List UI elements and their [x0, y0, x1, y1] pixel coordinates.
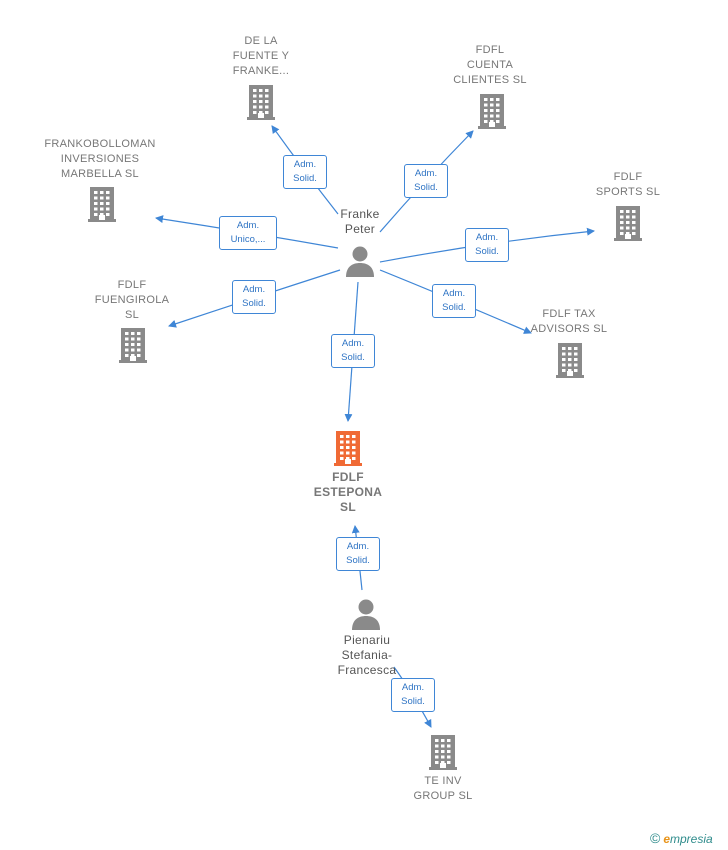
company-node-fdlf-tax[interactable]: FDLF TAX ADVISORS SL [519, 307, 619, 378]
building-icon [614, 206, 642, 241]
person-icon [346, 246, 374, 277]
company-node-frankobolloman[interactable]: FRANKOBOLLOMAN INVERSIONES MARBELLA SL [40, 137, 160, 222]
copyright-symbol: © [650, 830, 661, 846]
building-icon [247, 85, 275, 120]
company-node-fdlf-sports[interactable]: FDLF SPORTS SL [583, 170, 673, 241]
company-label: TE INV GROUP SL [413, 775, 473, 802]
company-node-de-la-fuente[interactable]: DE LA FUENTE Y FRANKE... [216, 34, 306, 120]
edge-badge-e7[interactable]: Adm. Solid. [331, 334, 375, 368]
footer-brand: ©empresia [650, 830, 713, 846]
person-label: Franke Peter [340, 207, 380, 236]
brand-name: mpresia [670, 832, 713, 846]
edge-badge-e9[interactable]: Adm. Solid. [391, 678, 435, 712]
edge-badge-e1[interactable]: Adm. Solid. [283, 155, 327, 189]
building-icon [119, 328, 147, 363]
edge-badge-e8[interactable]: Adm. Solid. [336, 537, 380, 571]
company-node-fdlf-fuengirola[interactable]: FDLF FUENGIROLA SL [86, 278, 178, 363]
company-node-fdfl-cuenta[interactable]: FDFL CUENTA CLIENTES SL [440, 43, 540, 129]
building-icon [556, 343, 584, 378]
brand-logo-initial: e [663, 832, 671, 846]
person-node-pienariu[interactable]: Pienariu Stefania- Francesca [322, 598, 412, 678]
person-node-franke-peter[interactable]: Franke Peter [320, 207, 400, 277]
company-label: FDLF FUENGIROLA SL [94, 279, 170, 321]
building-icon-focus [334, 431, 362, 466]
edge-badge-e6[interactable]: Adm. Solid. [432, 284, 476, 318]
building-icon [88, 187, 116, 222]
company-label: FDLF ESTEPONA SL [313, 470, 383, 514]
edge-badge-e4[interactable]: Adm. Solid. [465, 228, 509, 262]
company-label: FDLF TAX ADVISORS SL [530, 308, 608, 335]
person-label: Pienariu Stefania- Francesca [337, 633, 397, 677]
building-icon [429, 735, 457, 770]
company-label: FRANKOBOLLOMAN INVERSIONES MARBELLA SL [44, 138, 156, 180]
company-node-te-inv[interactable]: TE INV GROUP SL [398, 734, 488, 804]
building-icon [478, 94, 506, 129]
company-label: FDLF SPORTS SL [595, 171, 661, 198]
edge-badge-e2[interactable]: Adm. Solid. [404, 164, 448, 198]
company-label: FDFL CUENTA CLIENTES SL [453, 44, 527, 86]
company-label: DE LA FUENTE Y FRANKE... [232, 35, 290, 77]
edge-badge-e3[interactable]: Adm. Unico,... [219, 216, 277, 250]
person-icon [352, 599, 380, 630]
edge-badge-e5[interactable]: Adm. Solid. [232, 280, 276, 314]
company-node-fdlf-estepona[interactable]: FDLF ESTEPONA SL [302, 430, 394, 515]
